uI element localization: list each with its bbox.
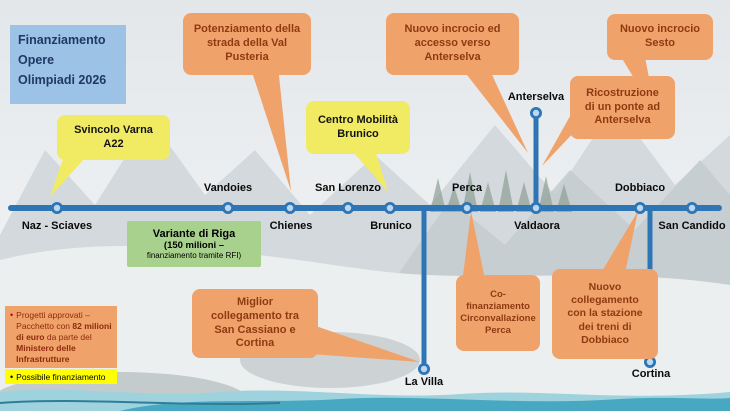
legend-text-bold: Ministero delle Infrastrutture xyxy=(16,343,76,365)
bullet-icon: • xyxy=(10,310,14,320)
station-dot-anterselva xyxy=(530,107,543,120)
station-label-san-candido: San Candido xyxy=(658,220,726,232)
legend-possible-financing: • Possibile finanziamento xyxy=(5,369,117,384)
variante-title: Variante di Riga xyxy=(152,228,236,240)
station-label-san-lorenzo: San Lorenzo xyxy=(314,182,382,194)
callout-centro-mobilita: Centro Mobilità Brunico xyxy=(306,101,410,154)
station-label-chienes: Chienes xyxy=(269,220,313,232)
station-dot-dobbiaco xyxy=(634,201,647,214)
station-dot-brunico xyxy=(383,201,396,214)
foreground-hills xyxy=(0,245,730,411)
legend-text-part: da parte del xyxy=(44,332,92,343)
station-dot-perca xyxy=(460,201,473,214)
station-label-valdaora: Valdaora xyxy=(514,220,560,232)
station-dot-valdaora xyxy=(530,201,543,214)
legend-text-bold: 82 milioni di euro xyxy=(16,321,112,343)
title-box: Finanziamento Opere Olimpiadi 2026 xyxy=(10,25,126,104)
callout-incrocio-anterselva: Nuovo incrocio ed accesso verso Antersel… xyxy=(386,13,519,75)
callout-san-cassiano: Miglior collegamento tra San Cassiano e … xyxy=(192,289,318,358)
tail-centro-mobilita xyxy=(348,146,388,192)
tail-collegamento-dobbiaco xyxy=(598,211,638,278)
water-dark xyxy=(120,397,730,411)
callout-incrocio-sesto: Nuovo incrocio Sesto xyxy=(607,14,713,60)
station-label-anterselva: Anterselva xyxy=(507,91,565,103)
water-line xyxy=(0,400,281,405)
tail-ponte-anterselva xyxy=(542,102,578,166)
tail-incrocio-anterselva xyxy=(460,66,528,153)
bullet-icon: • xyxy=(10,371,14,382)
legend-possible-text: Possibile finanziamento xyxy=(16,371,106,382)
callout-collegamento-dobbiaco: Nuovo collegamento con la stazione dei t… xyxy=(552,269,658,359)
tail-san-cassiano xyxy=(310,324,420,362)
station-label-cortina: Cortina xyxy=(631,368,671,380)
station-label-la-villa: La Villa xyxy=(404,376,444,388)
station-label-perca: Perca xyxy=(452,182,482,194)
station-label-dobbiaco: Dobbiaco xyxy=(614,182,666,194)
main-line xyxy=(8,205,722,211)
callout-val-pusteria: Potenziamento della strada della Val Pus… xyxy=(183,13,311,75)
tail-val-pusteria xyxy=(250,66,291,191)
variante-note: finanziamento tramite RFI) xyxy=(146,251,242,260)
station-dot-chienes xyxy=(283,201,296,214)
tail-cofinanziamento-perca xyxy=(462,211,486,284)
station-label-vandoies: Vandoies xyxy=(203,182,253,194)
legend-text-part: Progetti approvati – Pacchetto con xyxy=(16,310,90,332)
callout-ponte-anterselva: Ricostruzione di un ponte ad Anterselva xyxy=(570,76,675,139)
legend-approved-text: Progetti approvati – Pacchetto con 82 mi… xyxy=(16,310,112,365)
tail-svincolo-varna xyxy=(50,150,92,197)
callout-svincolo-varna: Svincolo Varna A22 xyxy=(57,115,170,160)
station-label-naz-sciaves: Naz - Sciaves xyxy=(21,220,93,232)
legend-approved-projects: • Progetti approvati – Pacchetto con 82 … xyxy=(5,306,117,368)
station-dot-vandoies xyxy=(221,201,234,214)
station-dot-san-candido xyxy=(686,201,699,214)
station-dot-naz-sciaves xyxy=(51,201,64,214)
branch-line-la-villa xyxy=(421,208,427,369)
station-dot-la-villa xyxy=(417,362,430,375)
station-dot-san-lorenzo xyxy=(341,201,354,214)
variante-amount: (150 milioni – xyxy=(163,240,225,251)
branch-line-anterselva xyxy=(533,112,539,208)
station-label-brunico: Brunico xyxy=(370,220,412,232)
callout-cofinanziamento-perca: Co- finanziamento Circonvallazione Perca xyxy=(456,275,540,351)
variante-di-riga-box: Variante di Riga (150 milioni – finanzia… xyxy=(127,221,261,267)
